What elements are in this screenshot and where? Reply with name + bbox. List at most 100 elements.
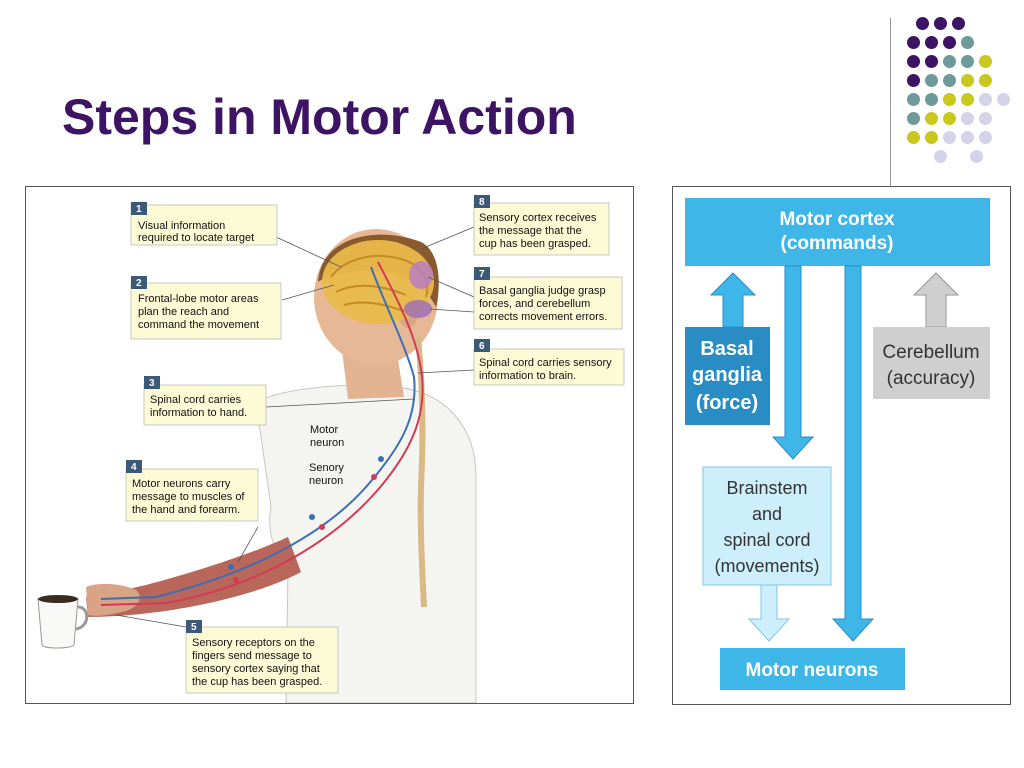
decor-dot <box>925 55 938 68</box>
brainstem-label: Brainstem <box>726 478 807 498</box>
sensory-arrow-marker <box>371 474 377 480</box>
decor-dot <box>907 112 920 125</box>
motor-cortex-box <box>685 198 990 266</box>
decor-dot <box>943 55 956 68</box>
decor-dot <box>925 36 938 49</box>
sensory-neuron-path <box>100 261 424 606</box>
decor-dot <box>979 93 992 106</box>
callout-2: 2 Frontal-lobe motor areas plan the reac… <box>130 276 282 340</box>
brain-fold <box>335 284 407 296</box>
svg-text:2: 2 <box>136 278 142 289</box>
decor-dot <box>907 55 920 68</box>
decor-dot <box>961 74 974 87</box>
motor-action-illustration: Motor neuron Senory neuron 1 Visual info… <box>25 186 634 704</box>
cerebellum-label: Cerebellum <box>882 342 979 363</box>
callout-5: 5 Sensory receptors on the fingers send … <box>185 620 339 694</box>
basal-ganglia-label-2: ganglia <box>692 364 763 386</box>
sensory-neuron-label-line2: neuron <box>309 475 343 487</box>
callout-3: 3 Spinal cord carries information to han… <box>143 376 267 426</box>
basal-ganglia-sublabel: (force) <box>696 392 758 414</box>
decor-dot <box>934 17 947 30</box>
flow-diagram-svg: Motor cortex (commands) Basal ganglia (f… <box>685 198 990 690</box>
svg-text:information to brain.: information to brain. <box>479 370 576 382</box>
brain-fold <box>343 301 405 312</box>
svg-text:cup has been grasped.: cup has been grasped. <box>479 238 591 250</box>
decor-dot <box>907 93 920 106</box>
sensory-arrow-marker <box>319 524 325 530</box>
svg-text:Spinal cord carries sensory: Spinal cord carries sensory <box>479 357 612 369</box>
svg-text:Motor neurons carry: Motor neurons carry <box>132 478 231 490</box>
spinal-cord-label: spinal cord <box>723 530 810 550</box>
cup-handle <box>75 605 89 631</box>
svg-text:corrects movement errors.: corrects movement errors. <box>479 311 607 323</box>
hand-shape <box>86 583 140 616</box>
motor-arrow-marker <box>378 456 384 462</box>
decor-dot <box>925 131 938 144</box>
motor-neuron-path <box>100 266 416 600</box>
basal-ganglia-shape <box>409 261 433 289</box>
svg-text:fingers send message to: fingers send message to <box>192 650 312 662</box>
motor-cortex-label: Motor cortex <box>779 209 895 230</box>
decor-dot <box>979 74 992 87</box>
decor-dot <box>997 93 1010 106</box>
cerebellum-up-arrow <box>912 272 960 328</box>
svg-text:3: 3 <box>149 378 155 389</box>
decor-dot <box>979 131 992 144</box>
svg-text:Sensory receptors on the: Sensory receptors on the <box>192 637 315 649</box>
basal-ganglia-label: Basal <box>700 338 753 360</box>
decor-dot <box>943 93 956 106</box>
basal-ganglia-box <box>685 327 770 425</box>
decor-dot <box>934 150 947 163</box>
cortex-to-brainstem-arrow <box>771 265 815 460</box>
svg-text:1: 1 <box>136 204 142 215</box>
cup-shape <box>37 598 79 649</box>
svg-text:the message that the: the message that the <box>479 225 582 237</box>
decor-dot <box>952 17 965 30</box>
svg-text:Basal ganglia judge grasp: Basal ganglia judge grasp <box>479 285 606 297</box>
svg-text:the hand and forearm.: the hand and forearm. <box>132 504 240 516</box>
cerebellum-box <box>873 327 990 399</box>
callout-8: 8 Sensory cortex receives the message th… <box>473 195 610 256</box>
motor-neuron-label-line2: neuron <box>310 437 344 449</box>
motor-cortex-sublabel: (commands) <box>781 233 894 254</box>
brainstem-to-motor-neurons-arrow <box>747 584 791 642</box>
cerebellum-sublabel: (accuracy) <box>887 368 976 389</box>
svg-text:command the movement: command the movement <box>138 319 259 331</box>
svg-text:message to muscles of: message to muscles of <box>132 491 245 503</box>
decor-dot <box>961 131 974 144</box>
svg-text:Sensory cortex receives: Sensory cortex receives <box>479 212 597 224</box>
decor-dot <box>961 93 974 106</box>
decor-dot <box>943 36 956 49</box>
motor-arrow-marker <box>228 564 234 570</box>
decor-dot <box>907 131 920 144</box>
svg-text:information to hand.: information to hand. <box>150 407 247 419</box>
decor-dot <box>961 112 974 125</box>
motor-arrow-marker <box>309 514 315 520</box>
svg-text:Frontal-lobe motor areas: Frontal-lobe motor areas <box>138 293 259 305</box>
decor-dot <box>925 93 938 106</box>
sensory-neuron-label-line1: Senory <box>309 462 344 474</box>
motor-neuron-label-line1: Motor <box>310 424 338 436</box>
cortex-to-motor-neurons-arrow <box>831 265 875 642</box>
decor-dot <box>943 131 956 144</box>
illustration-svg: Motor neuron Senory neuron 1 Visual info… <box>37 195 625 703</box>
decor-dot <box>961 36 974 49</box>
svg-text:Visual information: Visual information <box>138 220 225 232</box>
motor-neurons-box <box>720 648 905 690</box>
slide-title: Steps in Motor Action <box>62 89 577 145</box>
svg-text:5: 5 <box>191 622 197 633</box>
sensory-arrow-marker <box>233 577 239 583</box>
svg-text:6: 6 <box>479 341 485 352</box>
cerebellum-shape <box>404 300 432 318</box>
svg-text:forces, and cerebellum: forces, and cerebellum <box>479 298 590 310</box>
coffee-surface <box>38 595 78 603</box>
leader-lines <box>115 226 475 628</box>
brainstem-box <box>702 466 832 586</box>
decor-dot <box>916 17 929 30</box>
brainstem-sublabel: (movements) <box>714 556 819 576</box>
motor-neurons-label: Motor neurons <box>746 660 879 681</box>
svg-text:8: 8 <box>479 197 485 208</box>
decor-dot <box>907 74 920 87</box>
callout-1: 1 Visual information required to locate … <box>130 202 278 246</box>
brainstem-label-and: and <box>752 504 782 524</box>
